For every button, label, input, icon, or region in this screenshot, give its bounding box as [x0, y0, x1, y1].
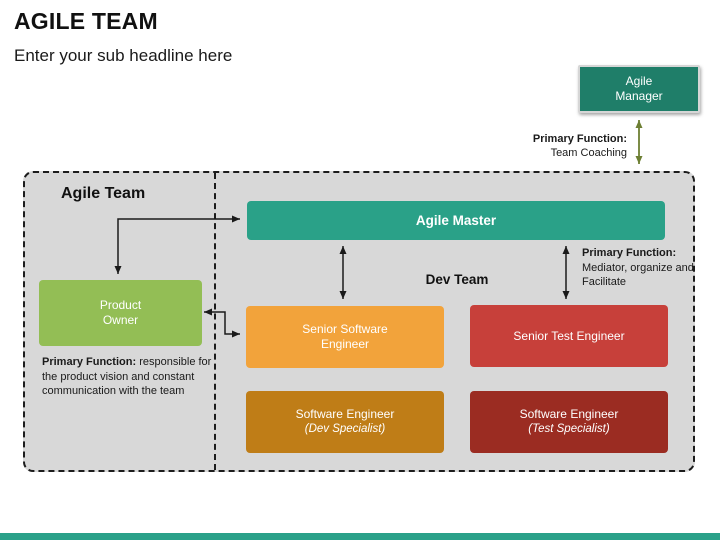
agile-manager-box[interactable]: Agile Manager	[578, 65, 700, 113]
product-owner-function-label: Primary Function:	[42, 356, 137, 368]
dev-team-label: Dev Team	[425, 272, 489, 287]
page-title: AGILE TEAM	[14, 8, 158, 34]
software-engineer-test-label-line1: Software Engineer	[519, 407, 619, 421]
senior-software-engineer-box[interactable]: Senior Software Engineer	[246, 306, 444, 368]
product-owner-box[interactable]: Product Owner	[39, 280, 202, 346]
software-engineer-test-label-line2: (Test Specialist)	[528, 423, 610, 435]
senior-test-engineer-label: Senior Test Engineer	[513, 328, 625, 343]
agile-team-panel-label: Agile Team	[61, 185, 146, 202]
agile-master-label: Agile Master	[415, 213, 497, 228]
software-engineer-test-box[interactable]: Software Engineer (Test Specialist)	[470, 391, 668, 453]
software-engineer-dev-label-line1: Software Engineer	[295, 407, 395, 421]
master-function-text: Mediator, organize and Facilitate	[582, 261, 694, 289]
software-engineer-dev-box[interactable]: Software Engineer (Dev Specialist)	[246, 391, 444, 453]
agile-master-box[interactable]: Agile Master	[247, 201, 665, 240]
senior-software-engineer-label-line1: Senior Software	[302, 322, 388, 336]
senior-test-engineer-box[interactable]: Senior Test Engineer	[470, 305, 668, 367]
page-subtitle: Enter your sub headline here	[14, 46, 233, 65]
manager-function-note: Primary Function: Team Coaching	[500, 132, 627, 160]
agile-manager-label-line1: Agile	[625, 74, 653, 88]
master-function-label: Primary Function:	[582, 247, 677, 259]
product-owner-label-line2: Owner	[102, 313, 139, 327]
master-function-note: Primary Function: Mediator, organize and…	[582, 246, 696, 290]
product-owner-label-line1: Product	[99, 298, 142, 312]
product-owner-function-text: responsible for the product vision and c…	[42, 356, 212, 397]
agile-team-panel: Agile Team Agile Master Dev Team Primary…	[23, 171, 695, 472]
bottom-accent-bar	[0, 533, 720, 540]
agile-manager-label-line2: Manager	[615, 89, 663, 103]
senior-software-engineer-label-line2: Engineer	[320, 337, 370, 351]
product-owner-function-note: Primary Function: responsible for the pr…	[42, 355, 218, 399]
manager-function-label: Primary Function:	[532, 133, 627, 145]
dashed-divider	[214, 173, 216, 470]
software-engineer-dev-label-line2: (Dev Specialist)	[304, 423, 386, 435]
manager-function-text: Team Coaching	[550, 147, 627, 159]
